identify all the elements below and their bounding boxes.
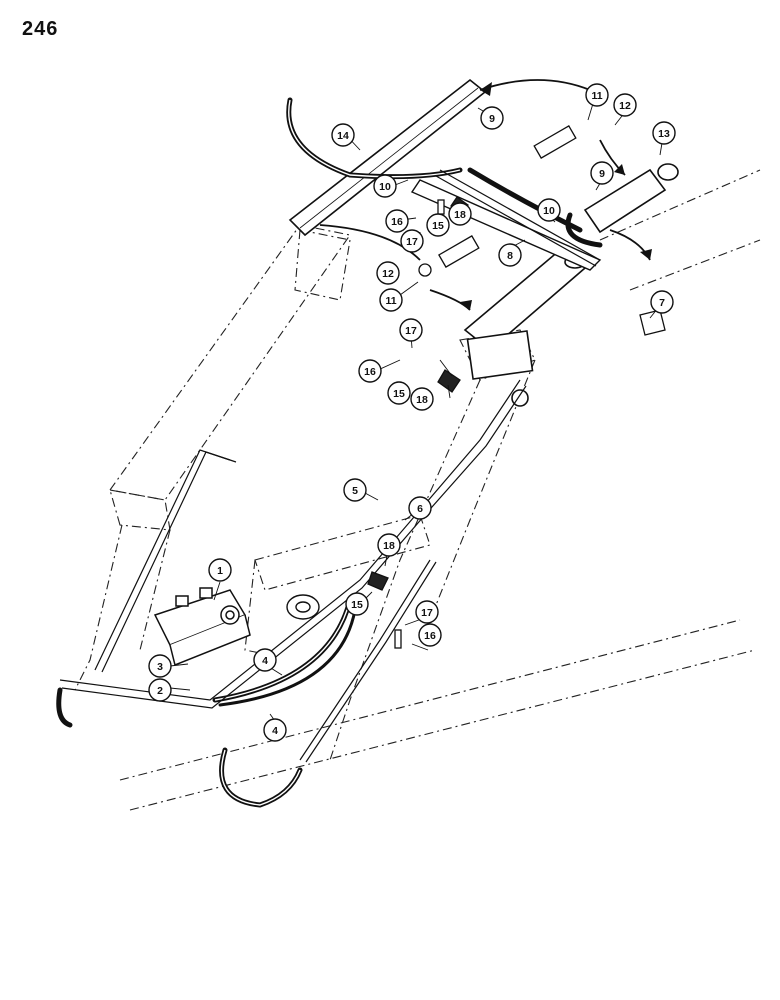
svg-text:2: 2 xyxy=(157,685,163,697)
svg-text:17: 17 xyxy=(406,236,418,248)
callout-17-mid: 17 xyxy=(399,318,423,342)
page-number: 246 xyxy=(22,18,59,40)
callout-17-upper: 17 xyxy=(400,229,424,253)
svg-text:6: 6 xyxy=(417,503,423,515)
svg-text:4: 4 xyxy=(272,725,278,737)
svg-text:10: 10 xyxy=(379,181,391,193)
svg-text:17: 17 xyxy=(421,607,433,619)
svg-text:17: 17 xyxy=(405,325,417,337)
callout-18-upper: 18 xyxy=(448,202,472,226)
fittings xyxy=(367,125,666,649)
svg-text:4: 4 xyxy=(262,655,268,667)
svg-text:8: 8 xyxy=(507,250,513,262)
bucket-cylinder xyxy=(583,163,679,234)
svg-text:14: 14 xyxy=(337,130,349,142)
callout-12-lower: 12 xyxy=(376,261,400,285)
callout-16-lower: 16 xyxy=(418,623,442,647)
svg-text:13: 13 xyxy=(658,128,670,140)
callout-16-upper: 16 xyxy=(385,209,409,233)
svg-text:18: 18 xyxy=(454,209,466,221)
callout-9-upper: 9 xyxy=(480,106,504,130)
callout-12-upper: 12 xyxy=(613,93,637,117)
hydraulic-hoses-inner xyxy=(214,99,461,806)
svg-text:11: 11 xyxy=(385,295,396,307)
callout-14: 14 xyxy=(331,123,355,147)
svg-text:16: 16 xyxy=(391,216,403,228)
cross-tube xyxy=(286,179,602,620)
svg-text:11: 11 xyxy=(591,90,602,102)
svg-text:15: 15 xyxy=(351,599,363,611)
callout-5: 5 xyxy=(343,478,367,502)
arrow-heads xyxy=(460,82,652,310)
callout-7: 7 xyxy=(650,290,674,314)
callout-18-mid: 18 xyxy=(410,387,434,411)
callout-13: 13 xyxy=(652,121,676,145)
svg-text:12: 12 xyxy=(382,268,394,280)
callout-15-upper: 15 xyxy=(426,213,450,237)
callout-1: 1 xyxy=(208,558,232,582)
svg-text:15: 15 xyxy=(393,388,405,400)
callout-4-lower: 4 xyxy=(263,718,287,742)
callout-4-upper: 4 xyxy=(253,648,277,672)
callout-16-mid: 16 xyxy=(358,359,382,383)
callout-9-lower: 9 xyxy=(590,161,614,185)
callout-18-lower: 18 xyxy=(377,533,401,557)
svg-text:18: 18 xyxy=(383,540,395,552)
callout-2: 2 xyxy=(148,678,172,702)
svg-text:16: 16 xyxy=(424,630,436,642)
svg-text:12: 12 xyxy=(619,100,631,112)
svg-text:9: 9 xyxy=(489,113,495,125)
callout-3: 3 xyxy=(148,654,172,678)
callout-6: 6 xyxy=(408,496,432,520)
callout-15-mid: 15 xyxy=(387,381,411,405)
svg-text:9: 9 xyxy=(599,168,605,180)
callout-10-right: 10 xyxy=(537,198,561,222)
callout-15-lower: 15 xyxy=(345,592,369,616)
svg-text:1: 1 xyxy=(217,565,223,577)
right-lift-cylinder xyxy=(463,248,587,407)
svg-text:5: 5 xyxy=(352,485,358,497)
svg-text:16: 16 xyxy=(364,366,376,378)
svg-text:18: 18 xyxy=(416,394,428,406)
callout-8: 8 xyxy=(498,243,522,267)
callout-11-upper: 11 xyxy=(585,83,609,107)
svg-text:7: 7 xyxy=(659,297,665,309)
svg-text:3: 3 xyxy=(157,661,163,673)
callout-11-lower: 11 xyxy=(379,288,403,312)
callout-17-lower: 17 xyxy=(415,600,439,624)
svg-text:15: 15 xyxy=(432,220,444,232)
control-valve xyxy=(153,587,251,667)
callout-10-left: 10 xyxy=(373,174,397,198)
loader-frame-phantom xyxy=(74,169,761,811)
svg-text:10: 10 xyxy=(543,205,555,217)
